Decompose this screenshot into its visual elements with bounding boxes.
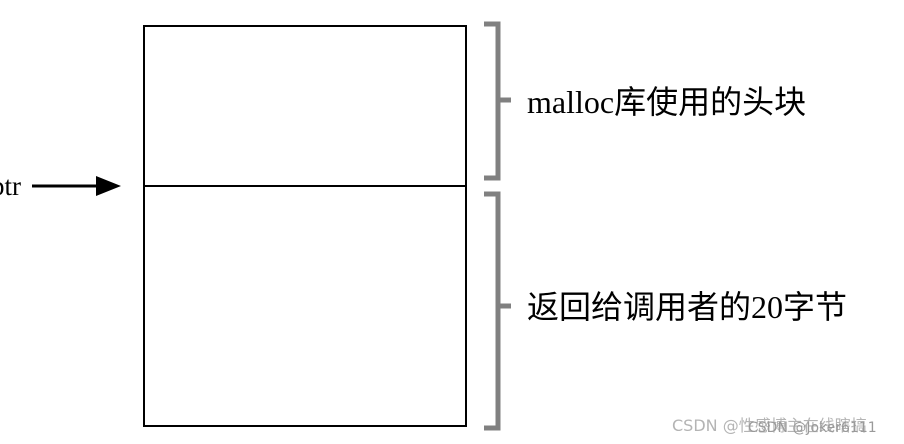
watermark-secondary: CSDN @Joker6111 — [748, 420, 877, 436]
payload-block-label: 返回给调用者的20字节 — [527, 289, 848, 325]
watermark-primary: CSDN @性感博主在线瞎搞 — [672, 416, 867, 435]
memory-block — [143, 25, 467, 427]
header-block-label: malloc库使用的头块 — [527, 84, 807, 120]
header-bracket — [484, 21, 511, 181]
pointer-arrow-head — [96, 176, 121, 196]
pointer-label: ptr — [0, 171, 21, 201]
payload-bracket — [484, 191, 511, 431]
